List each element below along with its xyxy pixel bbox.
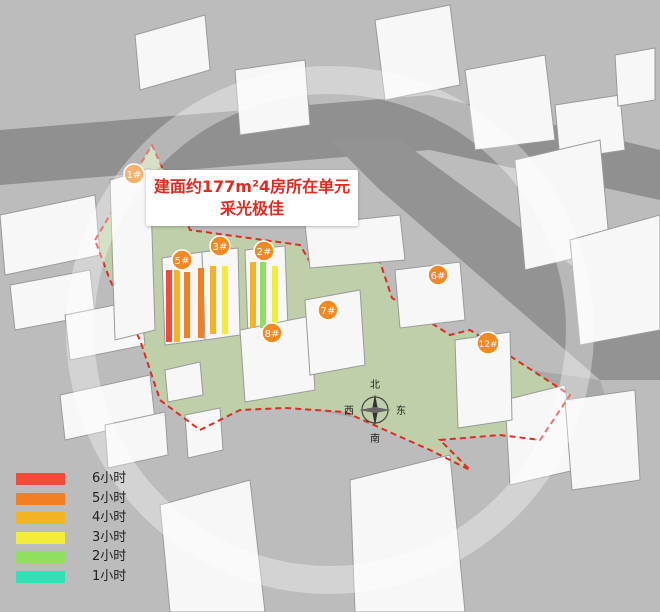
svg-text:7#: 7#	[321, 306, 336, 317]
legend-swatch	[16, 531, 65, 544]
building-3	[201, 247, 241, 341]
facade-strip	[222, 266, 228, 334]
legend-swatch	[16, 492, 65, 505]
legend-label: 1小时	[92, 568, 127, 584]
callout-box: 建面约177m²4房所在单元 采光极佳	[146, 170, 358, 226]
legend-label: 2小时	[92, 549, 127, 564]
badge-7: 7#	[317, 299, 339, 321]
facade-strip	[260, 262, 266, 328]
legend-item: 6小时	[16, 470, 166, 490]
legend-label: 3小时	[92, 529, 127, 545]
svg-text:5#: 5#	[175, 256, 190, 267]
facade-strip	[210, 266, 216, 334]
facade-strip	[198, 268, 204, 338]
svg-text:2#: 2#	[257, 247, 272, 258]
sunlight-legend: 6小时 5小时 4小时 3小时 2小时 1小时	[16, 470, 166, 587]
badge-5: 5#	[171, 249, 193, 271]
legend-label: 6小时	[92, 471, 127, 486]
badge-8: 8#	[261, 322, 283, 344]
svg-text:3#: 3#	[213, 242, 228, 253]
facade-strip	[166, 270, 172, 342]
compass-south: 南	[370, 432, 380, 445]
callout-line-1: 建面约177m²4房所在单元	[153, 177, 351, 196]
building-badges: 1# 2# 3# 5# 6# 7#	[123, 163, 500, 355]
sunlight-facades	[166, 262, 278, 342]
building-ne-4	[614, 47, 656, 107]
svg-text:12#: 12#	[479, 340, 498, 350]
legend-item: 3小时	[16, 529, 166, 549]
facade-strip	[184, 272, 190, 338]
building-sw-2	[104, 411, 169, 469]
building-east-2	[569, 214, 660, 346]
building-ne-1	[374, 4, 461, 101]
svg-text:6#: 6#	[431, 271, 446, 282]
legend-item: 2小时	[16, 548, 166, 568]
legend-label: 4小时	[92, 510, 127, 525]
facade-strip	[272, 266, 278, 328]
watermark-ring	[66, 66, 594, 594]
callout-line-2: 采光极佳	[219, 199, 284, 218]
building-north	[234, 59, 311, 136]
building-north-block	[304, 214, 406, 269]
compass-north: 北	[370, 379, 380, 391]
building-se-2	[564, 389, 641, 491]
building-sw-4	[164, 361, 204, 403]
legend-swatch	[16, 551, 65, 563]
building-south-1	[159, 479, 266, 612]
compass-needle-ew	[359, 407, 391, 413]
building-ne-2	[464, 54, 556, 151]
compass-east: 东	[396, 404, 406, 417]
project-buildings	[109, 167, 513, 429]
building-nw	[134, 14, 211, 91]
compass-west: 西	[344, 406, 354, 417]
legend-item: 4小时	[16, 509, 166, 529]
facade-strip	[174, 270, 180, 342]
surrounding-buildings	[0, 4, 660, 612]
badge-6: 6#	[427, 264, 449, 286]
legend-swatch	[16, 512, 65, 524]
badge-12: 12#	[476, 331, 500, 355]
building-sw-3	[184, 407, 224, 459]
compass: 北 南 东 西	[344, 379, 406, 445]
building-8	[239, 315, 316, 403]
svg-text:8#: 8#	[265, 329, 280, 340]
legend-swatch	[16, 473, 65, 485]
building-ne-3	[554, 94, 626, 161]
badge-2: 2#	[253, 240, 275, 262]
legend-item: 5小时	[16, 490, 166, 510]
legend-swatch	[16, 570, 65, 583]
legend-item: 1小时	[16, 568, 166, 588]
legend-label: 5小时	[92, 490, 127, 506]
site-boundary	[93, 142, 572, 471]
building-south-2	[349, 454, 466, 612]
facade-strip	[250, 262, 256, 328]
badge-3: 3#	[209, 235, 231, 257]
svg-text:1#: 1#	[127, 170, 142, 181]
badge-1: 1#	[123, 163, 145, 185]
